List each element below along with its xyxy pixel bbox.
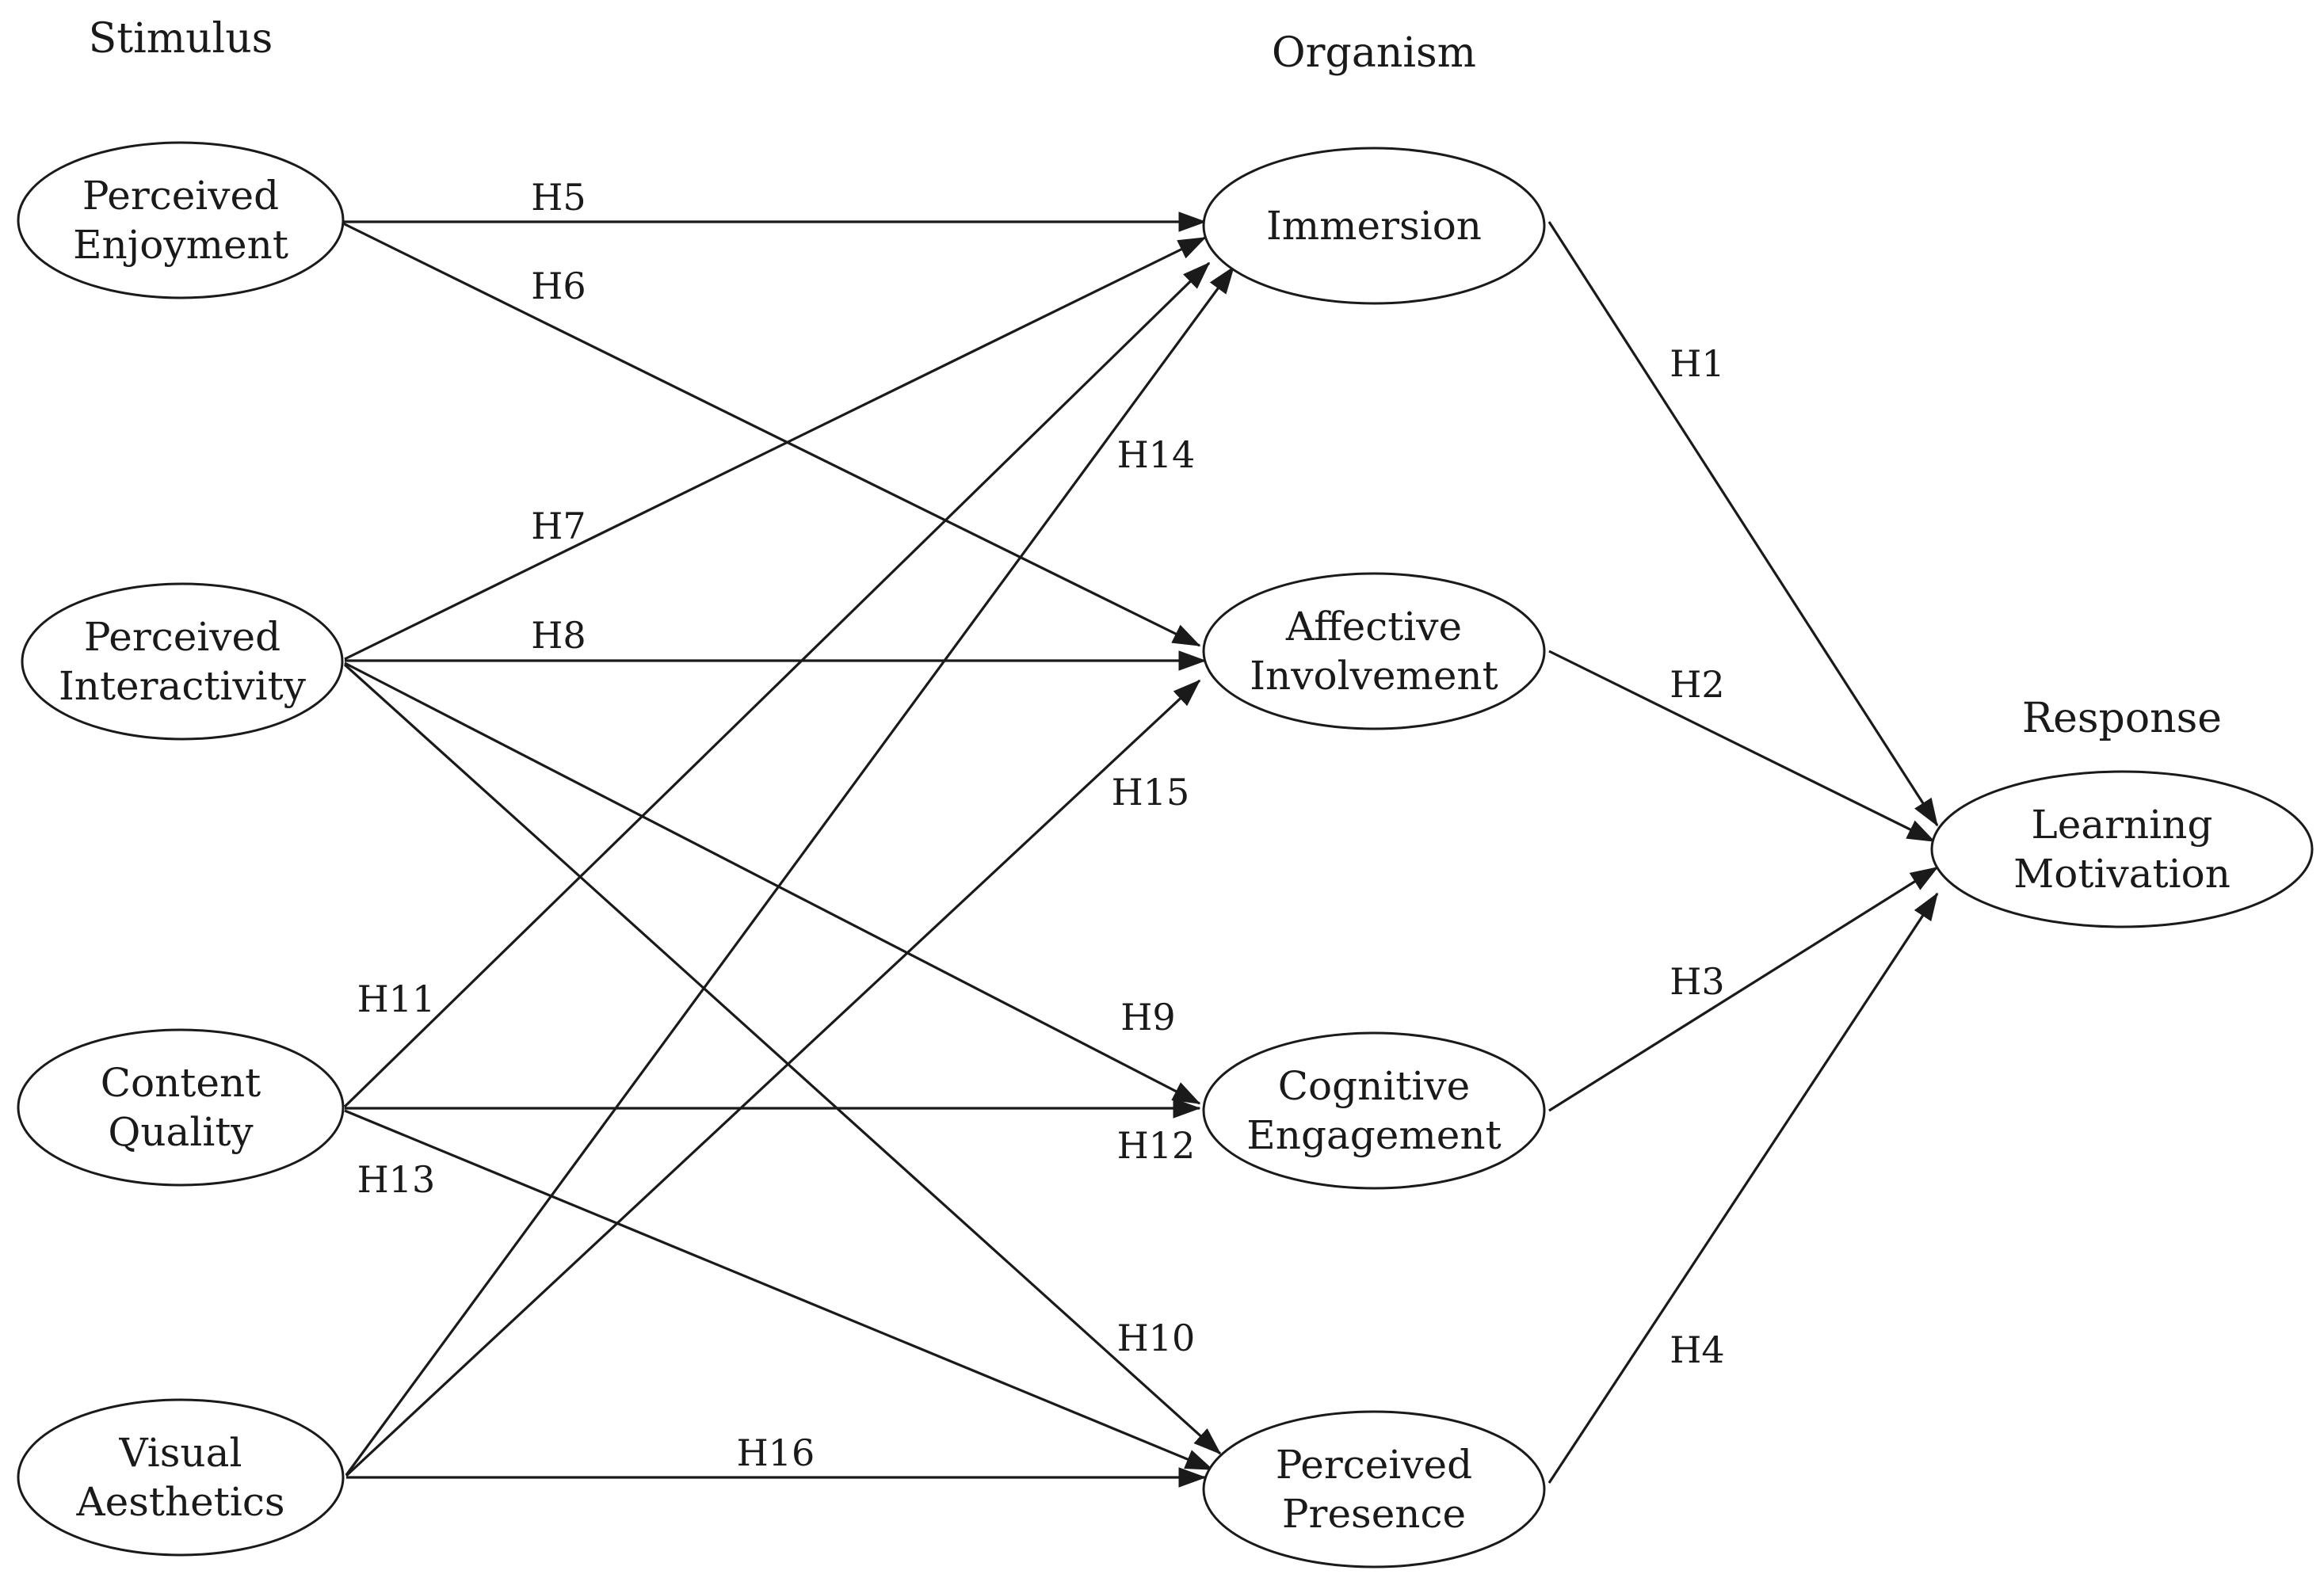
node-ellipse-content-quality bbox=[17, 1028, 345, 1187]
node-label-cognitive-engagement-line-1: Cognitive bbox=[1278, 1063, 1470, 1109]
edge-label-h11: H11 bbox=[357, 978, 436, 1020]
node-label-affective-involvement-line-2: Involvement bbox=[1250, 653, 1498, 699]
edge-arrow-h11 bbox=[343, 261, 1211, 1108]
node-ellipse-immersion bbox=[1202, 147, 1546, 305]
nodes-group: PerceivedEnjoymentPerceivedInteractivity… bbox=[17, 141, 2314, 1568]
node-ellipse-learning-motivation bbox=[1930, 770, 2314, 928]
node-label-perceived-enjoyment-line-2: Enjoyment bbox=[73, 222, 288, 268]
edge-label-h6: H6 bbox=[531, 265, 586, 307]
edge-label-h10: H10 bbox=[1117, 1317, 1196, 1359]
edge-arrow-h9 bbox=[344, 661, 1201, 1105]
node-ellipse-perceived-presence bbox=[1202, 1410, 1546, 1568]
edge-label-h13: H13 bbox=[357, 1158, 436, 1201]
edge-arrow-h14 bbox=[345, 265, 1235, 1476]
edge-label-h9: H9 bbox=[1120, 996, 1175, 1039]
node-label-learning-motivation-line-2: Motivation bbox=[2013, 851, 2231, 897]
node-label-visual-aesthetics-line-1: Visual bbox=[119, 1430, 242, 1476]
node-label-perceived-interactivity-line-2: Interactivity bbox=[59, 663, 307, 709]
response-header: Response bbox=[2022, 695, 2222, 742]
edge-arrow-h4 bbox=[1547, 892, 1939, 1484]
edge-arrow-h10 bbox=[343, 663, 1222, 1455]
node-label-immersion-line-1: Immersion bbox=[1266, 203, 1482, 249]
edge-label-h5: H5 bbox=[531, 176, 586, 219]
edge-label-h8: H8 bbox=[531, 614, 586, 657]
node-label-learning-motivation-line-1: Learning bbox=[2032, 802, 2213, 848]
node-label-affective-involvement-line-1: Affective bbox=[1285, 604, 1462, 650]
node-label-visual-aesthetics-line-2: Aesthetics bbox=[76, 1479, 285, 1525]
node-label-cognitive-engagement-line-2: Engagement bbox=[1246, 1112, 1501, 1158]
edge-label-h2: H2 bbox=[1670, 663, 1724, 706]
edge-arrow-h6 bbox=[342, 222, 1201, 647]
edge-label-h7: H7 bbox=[531, 505, 586, 547]
node-label-content-quality-line-1: Content bbox=[101, 1060, 261, 1106]
node-label-perceived-interactivity-line-1: Perceived bbox=[84, 614, 280, 660]
node-label-perceived-presence-line-1: Perceived bbox=[1276, 1442, 1472, 1488]
edge-label-h1: H1 bbox=[1670, 342, 1724, 385]
edge-label-h14: H14 bbox=[1117, 433, 1196, 476]
stimulus-header: Stimulus bbox=[89, 15, 273, 63]
organism-header: Organism bbox=[1272, 29, 1476, 77]
node-ellipse-visual-aesthetics bbox=[17, 1398, 345, 1557]
edge-arrow-h7 bbox=[344, 236, 1207, 661]
edge-label-h3: H3 bbox=[1670, 960, 1724, 1003]
edge-arrow-h2 bbox=[1548, 650, 1936, 843]
edges-group bbox=[342, 212, 1939, 1488]
edge-label-h4: H4 bbox=[1670, 1328, 1724, 1371]
edge-label-h12: H12 bbox=[1117, 1124, 1196, 1167]
edge-arrow-h15 bbox=[345, 679, 1201, 1477]
edge-arrow-h13 bbox=[344, 1109, 1214, 1471]
edge-arrow-h1 bbox=[1547, 221, 1939, 827]
edge-label-h16: H16 bbox=[737, 1431, 815, 1474]
edge-arrow-h3 bbox=[1548, 866, 1939, 1112]
node-label-perceived-enjoyment-line-1: Perceived bbox=[82, 173, 279, 219]
node-label-content-quality-line-2: Quality bbox=[108, 1109, 254, 1155]
node-ellipse-perceived-interactivity bbox=[21, 582, 344, 741]
edge-label-h15: H15 bbox=[1112, 771, 1190, 814]
node-immersion: Immersion bbox=[1202, 147, 1546, 305]
node-ellipse-cognitive-engagement bbox=[1202, 1031, 1546, 1190]
node-label-perceived-presence-line-2: Presence bbox=[1282, 1491, 1466, 1537]
node-ellipse-affective-involvement bbox=[1202, 572, 1546, 730]
node-ellipse-perceived-enjoyment bbox=[17, 141, 345, 299]
